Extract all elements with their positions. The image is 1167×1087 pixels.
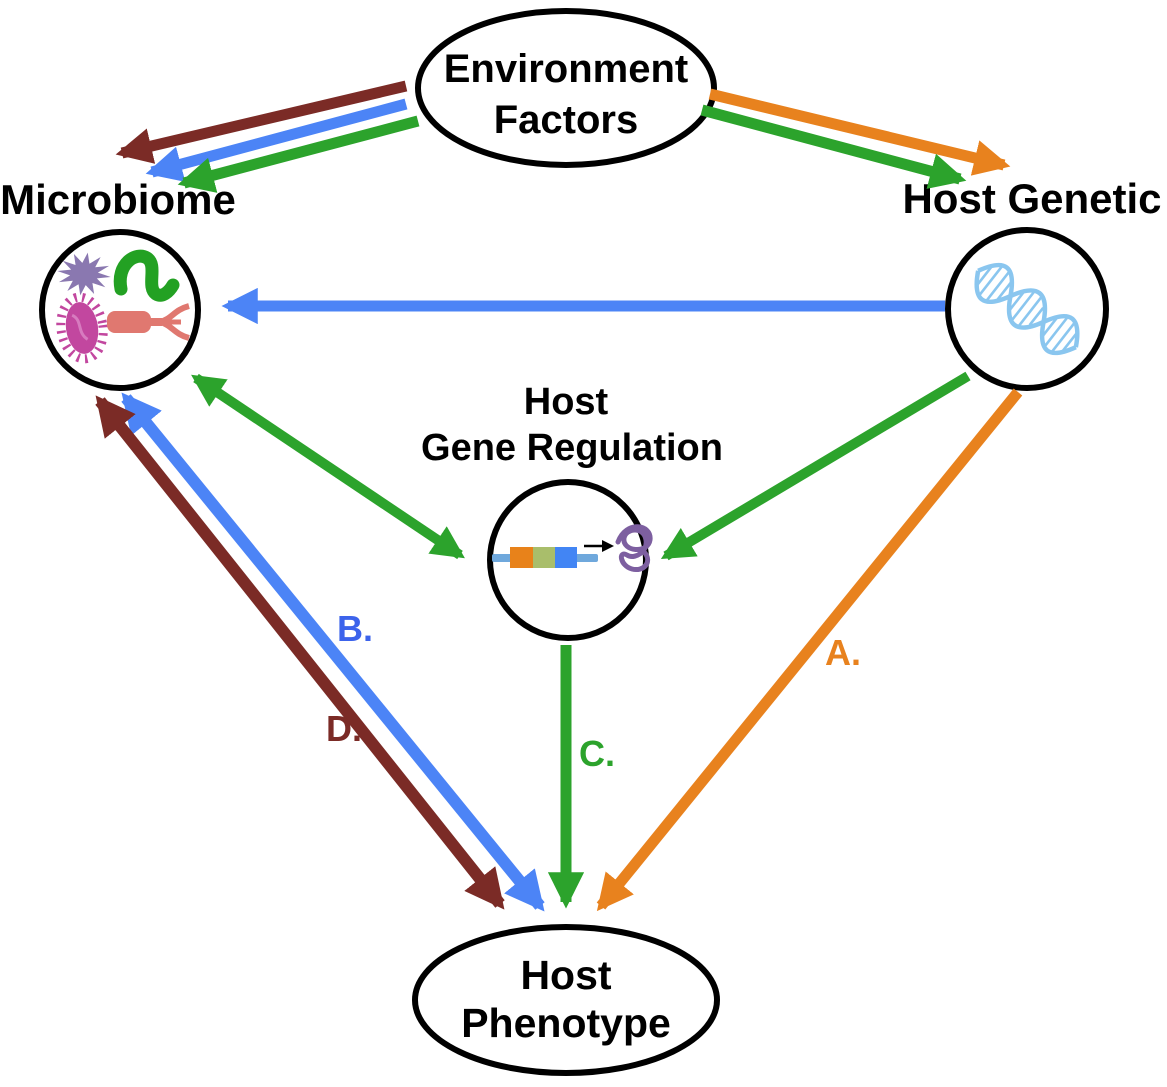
edge-env-to-hostgenetic-orange (708, 88, 1011, 176)
phage-icon (107, 303, 190, 341)
edge-env-to-microbiome-maroon (115, 80, 408, 164)
gene-regulation-label-line2: Gene Regulation (421, 427, 723, 469)
edge-label-b: B. (337, 608, 373, 649)
environment-label-line1: Environment (444, 47, 688, 91)
host-genetic-node (945, 227, 1109, 391)
microbiome-icon (56, 249, 190, 364)
edge-label-a: A. (825, 632, 861, 673)
edge-hostgenetic-to-phenotype-orange (596, 388, 1023, 912)
edge-env-to-hostgenetic-green (700, 104, 967, 189)
edge-env-to-microbiome-green (177, 115, 420, 193)
gene-segment-blue (555, 547, 577, 568)
gene-regulation-label-line1: Host (524, 381, 609, 423)
edge-label-c: C. (579, 733, 615, 774)
edge-microbiome-phenotype-maroon (95, 395, 505, 910)
gene-segment-orange (510, 547, 533, 568)
worm-icon (113, 249, 180, 302)
virus-icon (57, 252, 111, 296)
environment-label-line2: Factors (494, 98, 639, 142)
environment-node (415, 8, 717, 168)
dna-rungs (976, 266, 1078, 353)
host-phenotype-label-line1: Host (520, 952, 611, 998)
edge-hostgenetic-to-generegulation-green (660, 371, 971, 561)
transcription-arrow-icon (584, 540, 614, 552)
dna-icon (974, 262, 1080, 356)
gene-segment-olive (533, 547, 555, 568)
dna-strand-1 (977, 262, 1080, 348)
host-genetic-label: Host Genetic (902, 175, 1161, 222)
host-phenotype-label-line2: Phenotype (461, 1000, 671, 1046)
protein-scribble-icon (615, 524, 653, 573)
edge-label-d: D. (326, 708, 362, 749)
host-phenotype-node (412, 924, 720, 1076)
dna-strand-2 (974, 270, 1077, 356)
